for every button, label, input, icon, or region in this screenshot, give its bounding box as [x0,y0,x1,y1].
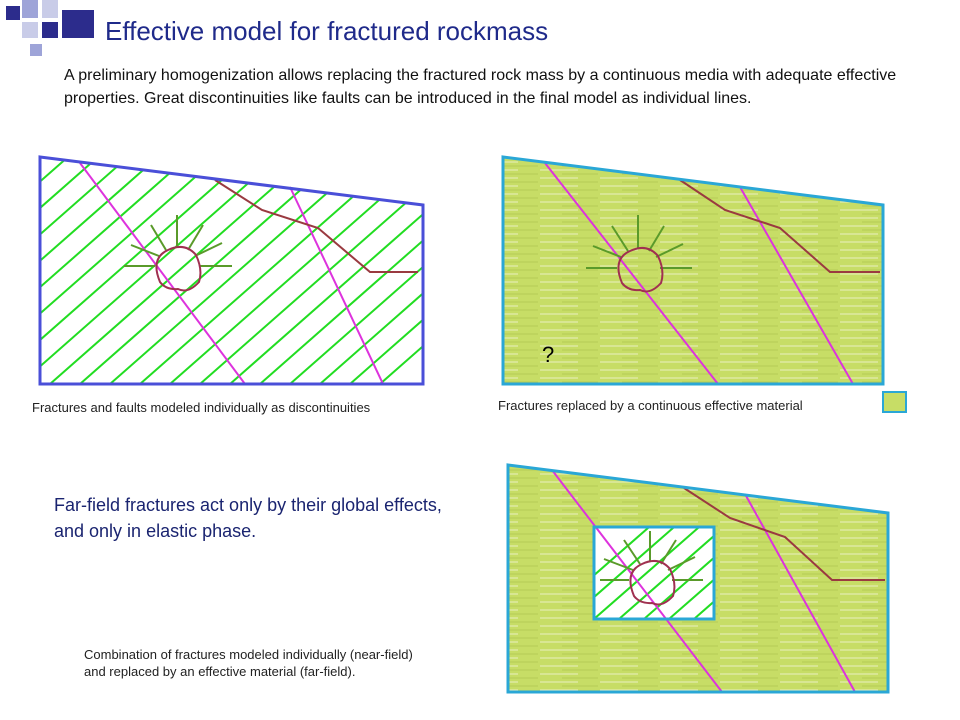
contact-line [679,179,880,273]
near-field-boundary [592,525,716,621]
rock-bolts [600,531,703,581]
intro-paragraph: A preliminary homogenization allows repl… [64,67,897,107]
contact-line [214,179,418,273]
tunnel-outline [155,245,202,292]
combined-caption-line1: Combination of fractures modeled individ… [84,647,413,662]
fault-lines [544,162,854,385]
fault-lines [79,162,384,385]
combined-model-diagram [506,463,890,694]
combined-caption-line2: and replaced by an effective material (f… [84,664,356,679]
rock-bolts [124,215,232,267]
near-field-fractures [594,527,714,619]
effective-caption: Fractures replaced by a continuous effec… [498,398,803,413]
rock-mass-boundary [506,463,890,694]
tunnel-outline [629,559,676,606]
effective-material-swatch [882,391,907,413]
decorative-squares-icon [6,0,94,56]
page-title: Effective model for fractured rockmass [105,16,549,46]
rock-mass-boundary [38,155,425,386]
effective-material-diagram [501,155,885,386]
tunnel-outline [617,246,664,293]
contact-line [683,487,885,581]
rock-bolts [586,215,692,269]
rock-mass-boundary [501,155,885,386]
discrete-caption: Fractures and faults modeled individuall… [32,400,371,415]
question-mark: ? [542,342,555,367]
far-field-note: Far-field fractures act only by their gl… [54,495,442,541]
fault-lines [551,469,856,693]
